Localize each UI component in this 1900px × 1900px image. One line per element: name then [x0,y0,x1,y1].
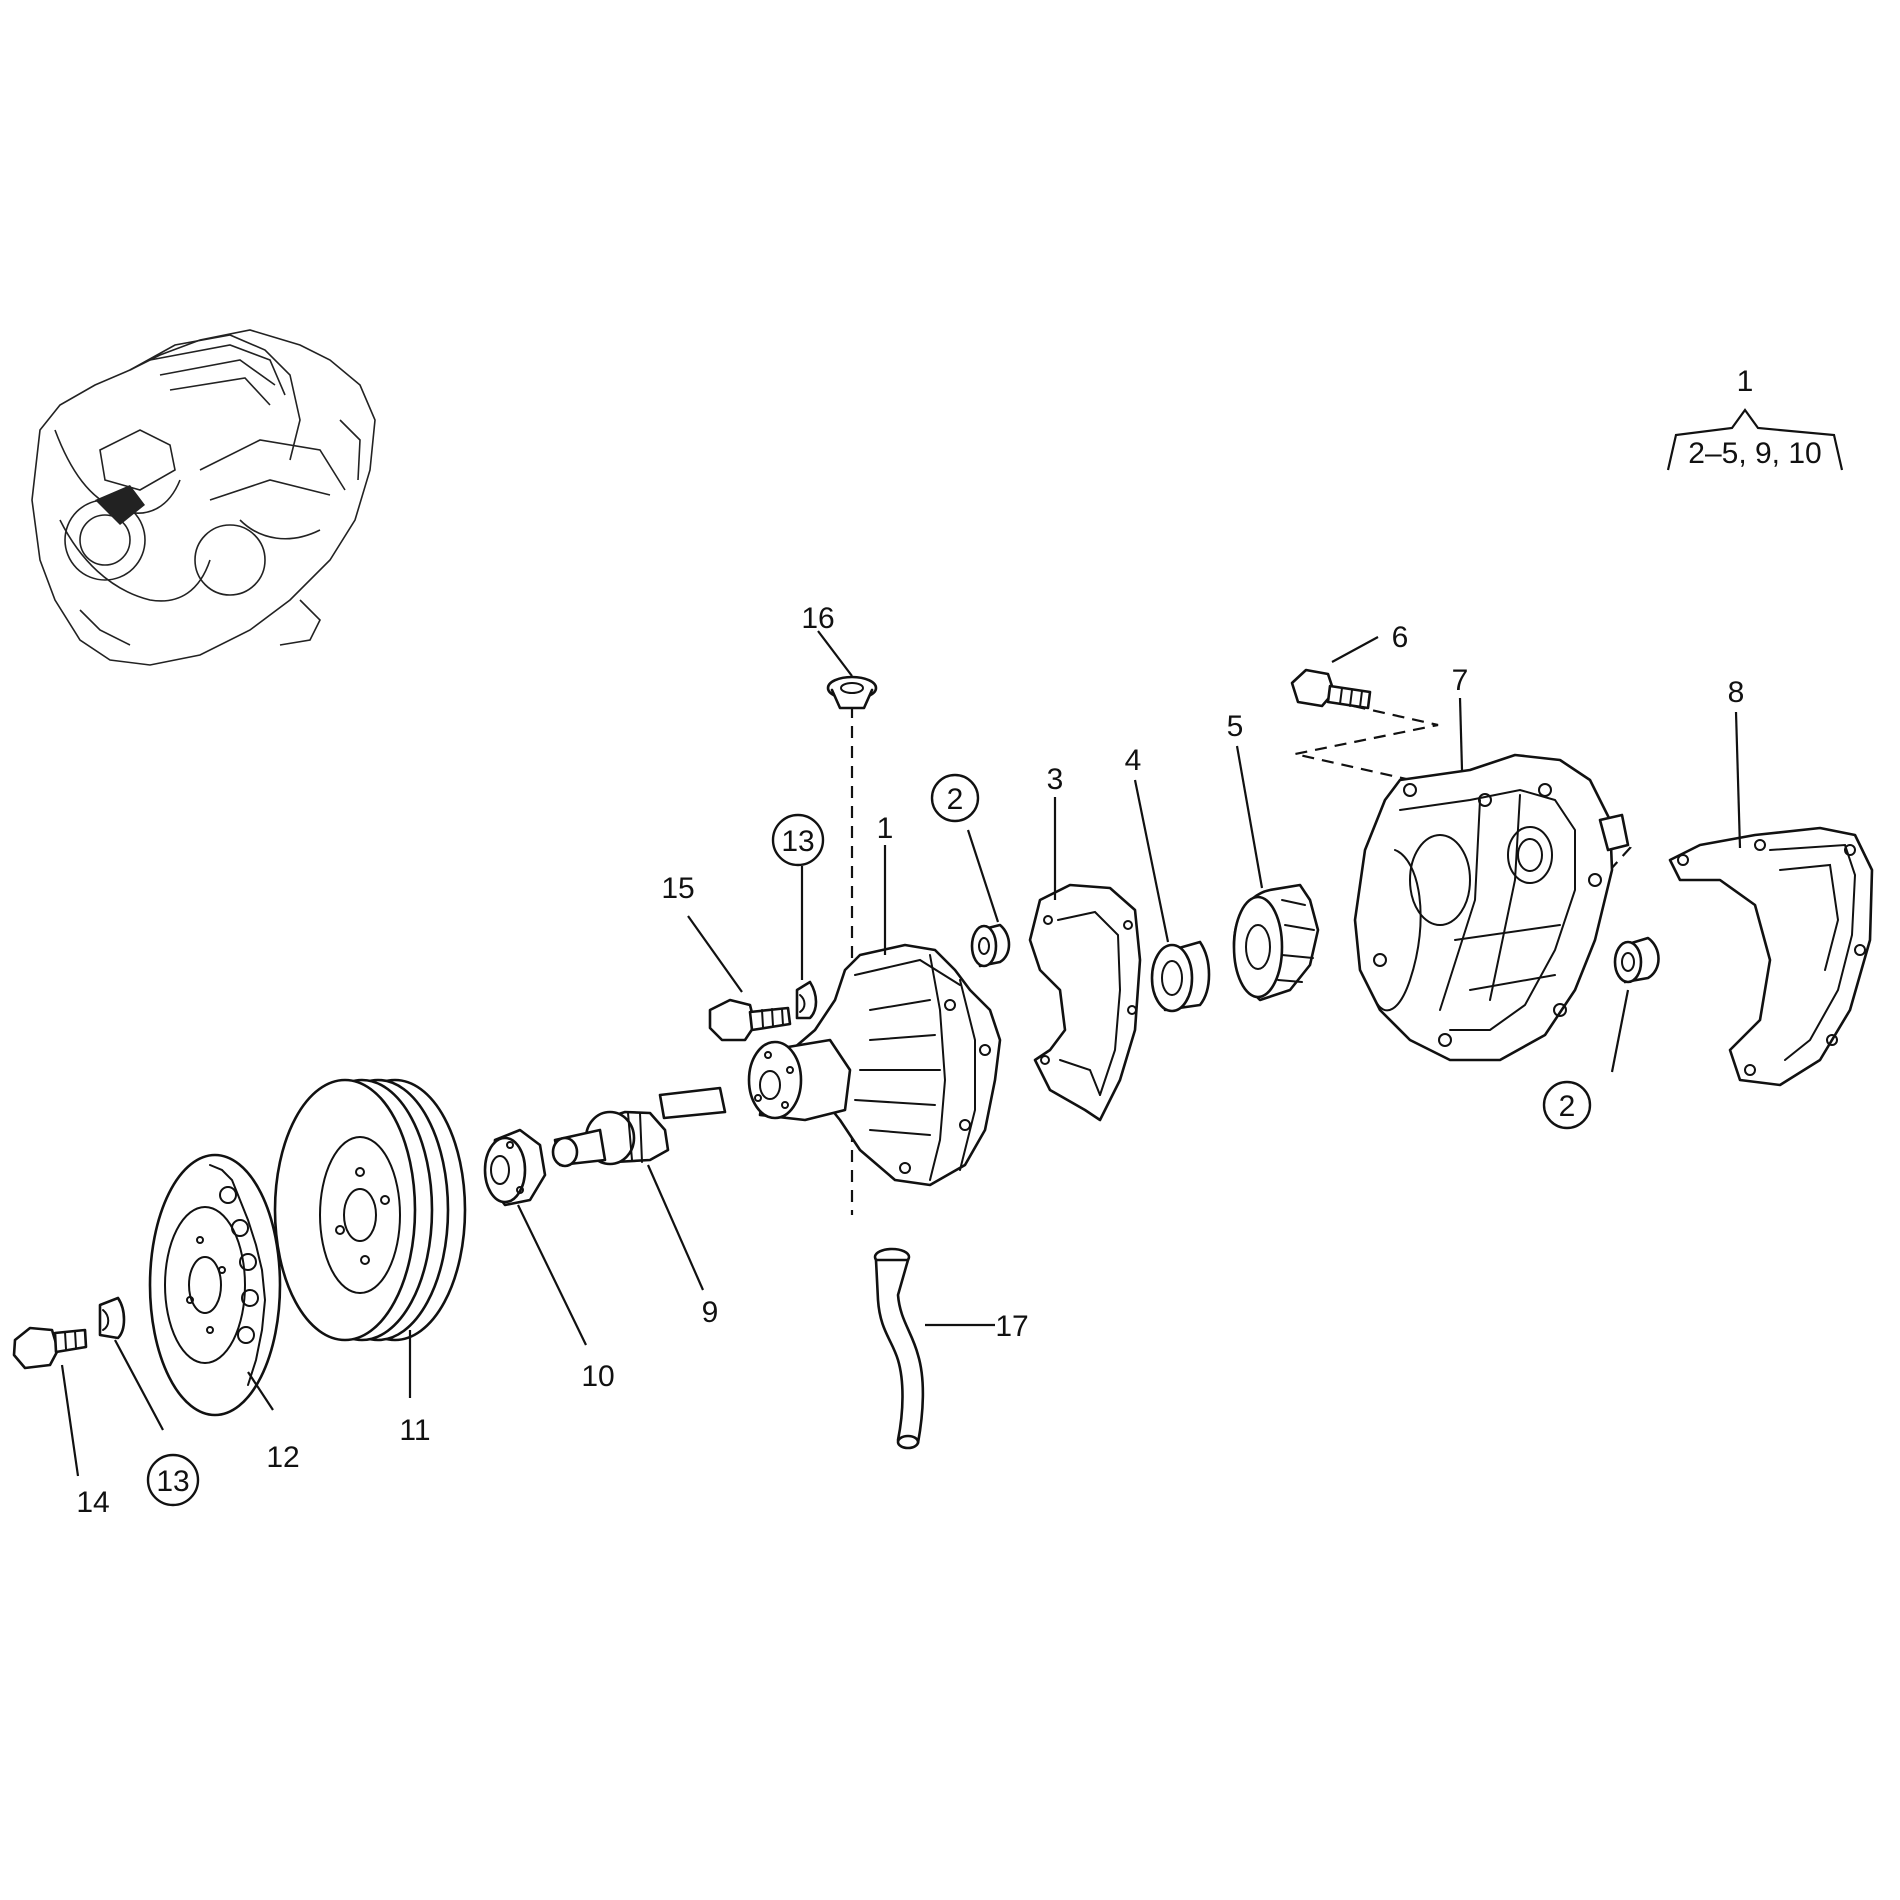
part-2-dowel-lower [1613,936,1660,984]
callout-2-upper: 2 [947,783,964,816]
part-7-pump-housing [1353,753,1630,1062]
part-4-seal [1150,940,1211,1013]
part-17-hose [873,1247,925,1450]
assembly-parent-number: 1 [1737,365,1754,398]
callout-14: 14 [76,1486,109,1519]
part-8-gasket [1668,826,1874,1087]
assembly-note: 1 2–5, 9, 10 [1666,365,1844,471]
callout-10: 10 [581,1360,614,1393]
callout-4: 4 [1125,744,1142,777]
part-14-bolt [12,1326,88,1370]
part-15-bolt [708,998,792,1042]
callout-circle-2-upper [930,773,980,823]
callout-8: 8 [1728,676,1745,709]
part-16-plug [826,675,878,710]
part-9-shaft-bearing [551,1086,727,1168]
part-13-washer-upper [795,980,818,1020]
callout-circle-13-lower [146,1453,200,1507]
callout-12: 12 [266,1441,299,1474]
callout-13-upper: 13 [781,825,814,858]
part-1-water-pump [747,943,1002,1187]
part-11-pulley [273,1078,467,1342]
engine-thumbnail [31,329,376,666]
part-10-hub [483,1128,547,1207]
callout-1: 1 [877,812,894,845]
part-12-sprocket [148,1153,282,1417]
callout-circle-2-lower [1542,1080,1592,1130]
part-3-gasket [1028,883,1142,1122]
callout-5: 5 [1227,710,1244,743]
leader-lines [60,630,1742,1477]
callout-9: 9 [702,1296,719,1329]
part-6-bolt [1290,668,1372,710]
callout-3: 3 [1047,763,1064,796]
callout-13-lower: 13 [156,1465,189,1498]
callout-7: 7 [1452,664,1469,697]
part-5-impeller [1232,883,1320,1002]
callout-17: 17 [995,1310,1028,1343]
callout-circle-13-upper [771,813,825,867]
assembly-children-numbers: 2–5, 9, 10 [1688,437,1821,470]
callout-2-lower: 2 [1559,1090,1576,1123]
callout-15: 15 [661,872,694,905]
callout-labels: 1 2 2 3 4 5 6 7 8 9 10 11 12 13 13 14 15… [76,602,1744,1519]
callout-16: 16 [801,602,834,635]
part-2-dowel-upper [970,923,1011,968]
part-13-washer-lower [98,1296,126,1340]
callout-6: 6 [1392,621,1409,654]
callout-11: 11 [399,1414,430,1447]
